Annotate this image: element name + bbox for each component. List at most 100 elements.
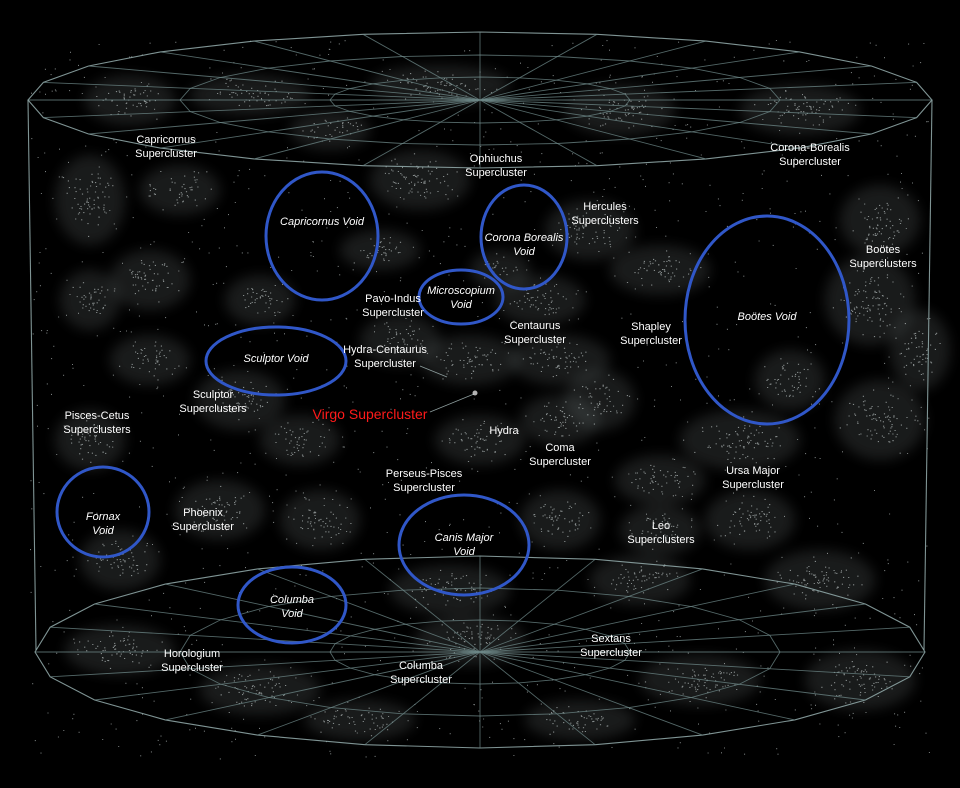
supercluster-label-line: Supercluster bbox=[390, 674, 452, 686]
void-label-line: Void bbox=[92, 525, 114, 537]
void-label-line: Sculptor Void bbox=[243, 353, 309, 365]
void-label-line: Void bbox=[513, 246, 535, 258]
supercluster-label-line: Coma bbox=[545, 442, 575, 454]
galaxy-cluster-glow bbox=[200, 665, 320, 715]
galaxy-cluster-glow bbox=[510, 335, 610, 385]
supercluster-label-line: Superclusters bbox=[179, 403, 247, 415]
supercluster-label-line: Corona-Borealis bbox=[770, 142, 850, 154]
supercluster-label-line: Shapley bbox=[631, 321, 671, 333]
supercluster-label-line: Supercluster bbox=[620, 335, 682, 347]
void-label-line: Columba bbox=[270, 594, 314, 606]
top-spoke bbox=[253, 40, 481, 101]
supercluster-label-line: Sextans bbox=[591, 633, 631, 645]
void-label-line: Canis Major bbox=[435, 532, 495, 544]
capricornus-void-label: Capricornus Void bbox=[280, 216, 365, 228]
void-label-line: Capricornus Void bbox=[280, 216, 365, 228]
sculptor-void-label: Sculptor Void bbox=[243, 353, 309, 365]
supercluster-label-line: Sculptor bbox=[193, 389, 234, 401]
galaxy-cluster-glow bbox=[55, 155, 125, 245]
supercluster-label-line: Supercluster bbox=[135, 148, 197, 160]
milky-way-marker bbox=[472, 390, 478, 396]
supercluster-label-line: Superclusters bbox=[571, 215, 639, 227]
supercluster-label-line: Supercluster bbox=[465, 167, 527, 179]
canis-major-void-outline bbox=[397, 493, 531, 597]
supercluster-label-line: Phoenix bbox=[183, 507, 223, 519]
bottom-spoke bbox=[479, 568, 703, 653]
supercluster-label-line: Supercluster bbox=[722, 479, 784, 491]
galaxy-cluster-glow bbox=[415, 615, 525, 665]
right-edge bbox=[923, 99, 933, 651]
bootes-void-label: Boötes Void bbox=[738, 311, 798, 323]
bottom-spoke bbox=[479, 558, 596, 653]
bottom-spoke bbox=[479, 626, 910, 653]
galaxy-cluster-glow bbox=[195, 370, 285, 430]
bottom-spoke bbox=[94, 603, 481, 653]
bottom-spoke bbox=[479, 651, 795, 721]
virgo-leader-line bbox=[429, 393, 475, 413]
supercluster-label-line: Supercluster bbox=[580, 647, 642, 659]
top-spoke bbox=[160, 51, 481, 101]
supercluster-label-line: Superclusters bbox=[627, 534, 695, 546]
bottom-spoke bbox=[479, 603, 866, 653]
supercluster-label-line: Supercluster bbox=[393, 482, 455, 494]
void-label-line: Void bbox=[453, 546, 475, 558]
galaxy-cluster-glow bbox=[520, 490, 600, 550]
corona-borealis-void-outline bbox=[479, 183, 569, 291]
top-spoke bbox=[479, 99, 872, 135]
galaxy-cluster-glow bbox=[520, 395, 600, 445]
supercluster-label-line: Hercules bbox=[583, 201, 627, 213]
galaxy-cluster-glow bbox=[370, 65, 510, 105]
void-label-line: Boötes Void bbox=[738, 311, 798, 323]
top-spoke bbox=[160, 99, 481, 149]
galaxy-cluster-glow bbox=[55, 410, 125, 470]
galaxy-cluster-glow bbox=[175, 480, 265, 540]
supercluster-label-line: Hydra bbox=[489, 425, 519, 437]
supercluster-label-line: Supercluster bbox=[172, 521, 234, 533]
galaxy-cluster-glow bbox=[435, 415, 525, 465]
void-label-line: Void bbox=[450, 299, 472, 311]
galaxy-cluster-glow bbox=[260, 415, 340, 465]
galaxy-cluster-glow bbox=[525, 700, 635, 740]
capricornus-void-outline bbox=[264, 170, 380, 302]
galaxy-cluster-glow bbox=[140, 165, 220, 215]
bottom-spoke bbox=[50, 651, 481, 678]
left-edge bbox=[27, 99, 37, 651]
galaxy-cluster-glow bbox=[280, 490, 360, 550]
galaxy-cluster-glow bbox=[370, 150, 470, 210]
top-spoke bbox=[479, 99, 917, 119]
galaxy-cluster-glow bbox=[705, 490, 795, 550]
galaxy-cluster-glow bbox=[755, 350, 825, 410]
top-spoke bbox=[479, 81, 917, 101]
galaxy-cluster-glow bbox=[340, 230, 420, 270]
galaxy-cluster-glow bbox=[620, 505, 700, 555]
microscopium-void-outline bbox=[417, 268, 505, 326]
bottom-spoke bbox=[257, 568, 481, 653]
supercluster-label-line: Ursa Major bbox=[726, 465, 780, 477]
hydra-centaurus-leader-line bbox=[419, 365, 448, 378]
bottom-spoke bbox=[165, 651, 481, 721]
top-spoke bbox=[88, 65, 481, 101]
galaxy-cluster-glow bbox=[805, 650, 915, 710]
top-spoke bbox=[479, 65, 872, 101]
galaxy-cluster-glow bbox=[835, 380, 925, 460]
bottom-spoke bbox=[479, 583, 795, 653]
supercluster-label-line: Superclusters bbox=[63, 424, 131, 436]
galaxy-cluster-glow bbox=[615, 455, 705, 505]
supercluster-label-line: Pisces-Cetus bbox=[65, 410, 130, 422]
supercluster-label-line: Supercluster bbox=[779, 156, 841, 168]
sculptor-void-outline bbox=[204, 325, 348, 397]
galaxy-cluster-glow bbox=[890, 310, 950, 390]
